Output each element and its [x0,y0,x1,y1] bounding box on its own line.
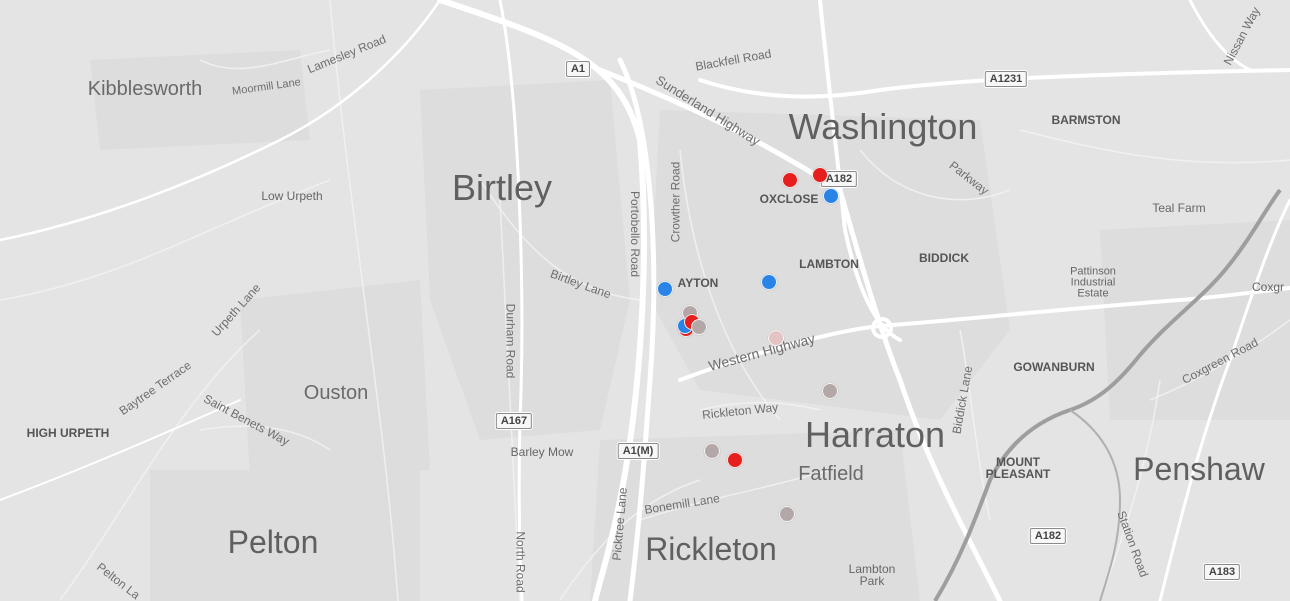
map-marker-blue[interactable] [823,188,839,204]
map-marker-blue[interactable] [761,274,777,290]
map-marker-blue[interactable] [657,281,673,297]
map-marker-grey[interactable] [704,443,720,459]
road-shield-a182-bottom: A182 [1029,528,1067,544]
road-shield-a167: A167 [495,413,533,429]
road-shield-a1231: A1231 [984,71,1028,87]
map-marker-pink[interactable] [768,330,784,346]
road-shield-a1: A1 [565,61,591,77]
map-marker-red[interactable] [727,452,743,468]
map-marker-red[interactable] [812,167,828,183]
road-shield-a1m: A1(M) [617,443,659,459]
map-marker-red[interactable] [782,172,798,188]
road-shield-a183: A183 [1203,564,1241,580]
map-marker-grey[interactable] [822,383,838,399]
map-marker-grey[interactable] [779,506,795,522]
map-marker-grey[interactable] [691,319,707,335]
